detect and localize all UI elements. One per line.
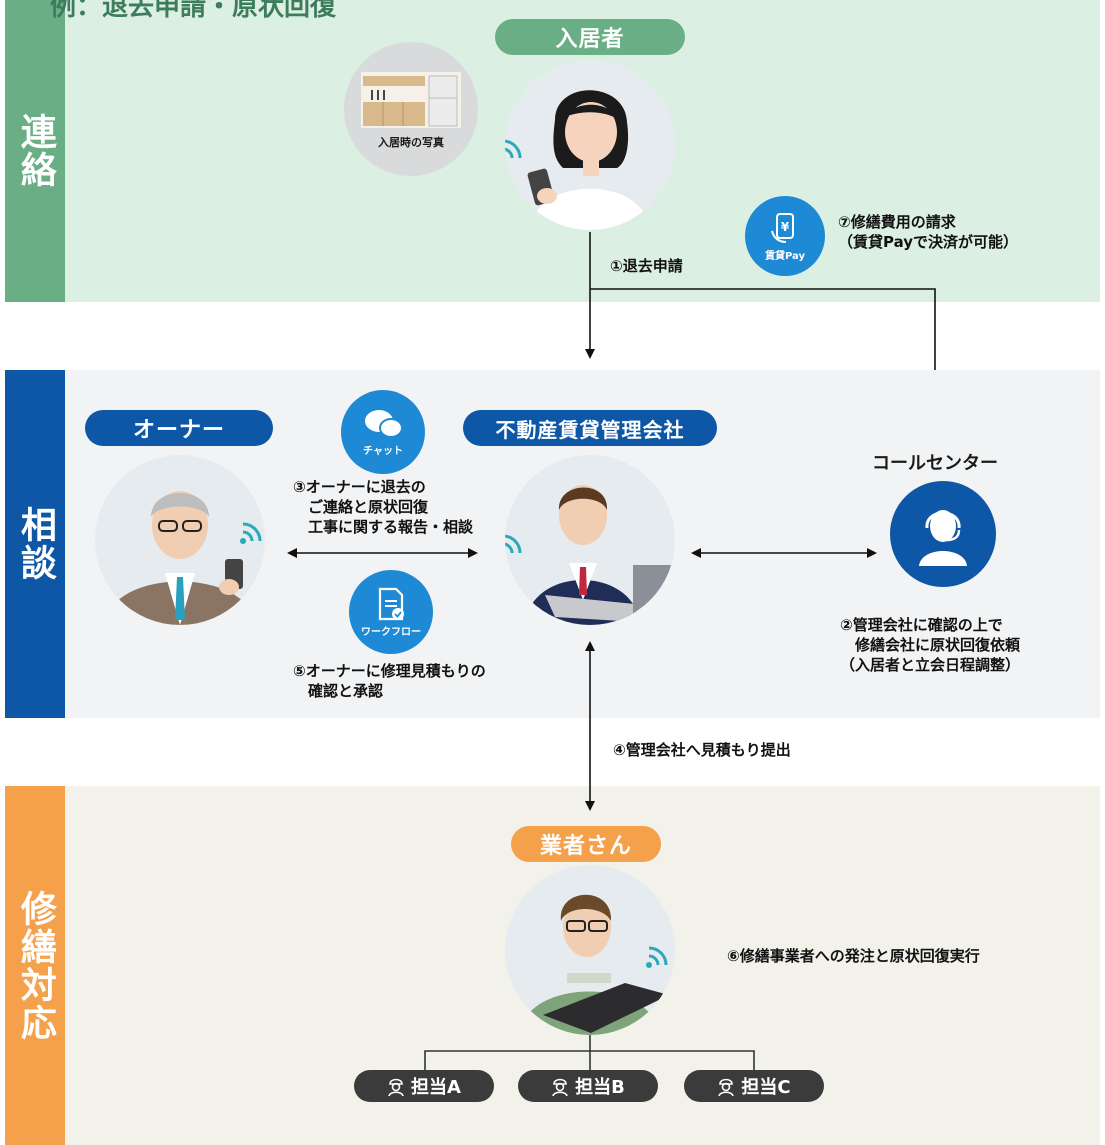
move-in-photo-caption: 入居時の写真 — [378, 136, 444, 149]
management-signal-icon — [505, 534, 522, 556]
contractor-pill: 業者さん — [511, 826, 661, 862]
worker-icon — [388, 1078, 404, 1096]
step-5-label: ⑤オーナーに修理見積もりの 確認と承認 — [293, 662, 486, 700]
worker-icon — [552, 1078, 568, 1096]
step-7-label: ⑦修繕費用の請求 （賃貸Payで決済が可能） — [838, 213, 1019, 251]
page-title: 例：退去申請・原状回復 — [50, 0, 337, 22]
step-6-label: ⑥修繕事業者への発注と原状回復実行 — [727, 947, 980, 965]
rental-pay-icon: ¥ 賃貸Pay — [745, 196, 825, 276]
management-pill: 不動産賃貸管理会社 — [463, 410, 717, 446]
workflow-icon: ワークフロー — [349, 570, 433, 654]
chat-icon: チャット — [341, 390, 425, 474]
resident-pill: 入居者 — [495, 19, 685, 55]
call-center-icon — [890, 481, 996, 587]
management-avatar — [505, 455, 675, 625]
chat-caption: チャット — [363, 445, 403, 457]
call-center-title: コールセンター — [872, 453, 998, 474]
svg-text:¥: ¥ — [781, 220, 790, 234]
owner-signal-icon — [240, 522, 262, 544]
repair-band-label: 修繕対応 — [5, 786, 65, 1145]
staff-c-label: 担当C — [741, 1077, 791, 1098]
contractor-avatar — [505, 865, 675, 1035]
step-1-label: ①退去申請 — [610, 257, 683, 275]
worker-icon — [718, 1078, 735, 1096]
resident-signal-icon — [505, 139, 522, 161]
consult-band-label: 相談 — [5, 370, 65, 718]
resident-avatar — [505, 60, 675, 230]
step-4-label: ④管理会社へ見積もり提出 — [613, 741, 791, 759]
billing-line — [590, 288, 936, 370]
staff-a-pill: 担当A — [354, 1070, 494, 1102]
staff-a-label: 担当A — [411, 1077, 461, 1098]
owner-pill: オーナー — [85, 410, 273, 446]
kitchen-photo-icon — [361, 72, 461, 128]
contact-band-label: 連絡 — [5, 0, 65, 302]
staff-b-label: 担当B — [575, 1077, 625, 1098]
move-in-photo-bubble: 入居時の写真 — [344, 42, 478, 176]
staff-b-pill: 担当B — [518, 1070, 658, 1102]
workflow-caption: ワークフロー — [361, 626, 421, 638]
staff-c-pill: 担当C — [684, 1070, 824, 1102]
rental-pay-caption: 賃貸Pay — [764, 250, 806, 262]
owner-avatar — [95, 455, 265, 625]
step-3-label: ③オーナーに退去の ご連絡と原状回復 工事に関する報告・相談 — [293, 478, 474, 536]
step-2-label: ②管理会社に確認の上で 修繕会社に原状回復依頼 （入居者と立会日程調整） — [840, 616, 1021, 674]
contractor-signal-icon — [646, 946, 668, 968]
operator-headset-icon — [919, 510, 967, 566]
